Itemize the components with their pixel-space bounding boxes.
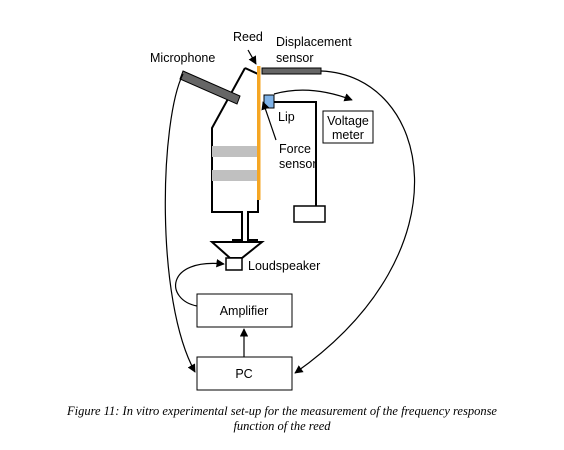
ring-1 bbox=[212, 146, 258, 157]
force-sensor-label-2: sensor bbox=[279, 157, 317, 171]
ring-2 bbox=[212, 170, 258, 181]
loudspeaker-icon bbox=[225, 257, 243, 271]
horn bbox=[209, 241, 265, 259]
figure-caption: Figure 11: In vitro experimental set-up … bbox=[20, 404, 544, 434]
voltage-meter-box bbox=[322, 110, 374, 144]
force-sensor-label-1: Force bbox=[279, 142, 311, 156]
caption-line-1: Figure 11: In vitro experimental set-up … bbox=[67, 404, 497, 418]
voltage-meter-label-1: Voltage bbox=[327, 114, 369, 128]
displacement-label-2: sensor bbox=[276, 51, 314, 65]
force-sensor-base bbox=[293, 205, 326, 223]
amplifier-label: Amplifier bbox=[220, 304, 269, 318]
microphone-label: Microphone bbox=[150, 51, 215, 65]
lip-label: Lip bbox=[278, 110, 295, 124]
microphone-wire bbox=[164, 73, 196, 373]
displacement-sensor-icon bbox=[261, 67, 322, 75]
force-sensor-stand bbox=[274, 101, 317, 206]
lip-icon bbox=[263, 94, 275, 109]
mouthpiece-right bbox=[244, 67, 259, 241]
reed-pointer bbox=[247, 49, 257, 65]
voltage-wire bbox=[273, 89, 353, 102]
caption-line-2: function of the reed bbox=[233, 419, 331, 433]
force-sensor-pointer bbox=[261, 101, 277, 141]
loudspeaker-label: Loudspeaker bbox=[248, 259, 320, 273]
reed bbox=[257, 66, 261, 200]
displacement-label-1: Displacement bbox=[276, 35, 352, 49]
reed-label: Reed bbox=[233, 30, 263, 44]
voltage-meter-label-2: meter bbox=[332, 128, 364, 142]
amplifier-box bbox=[196, 293, 293, 328]
mouthpiece bbox=[211, 67, 246, 241]
pc-label: PC bbox=[235, 367, 252, 381]
displacement-wire bbox=[294, 70, 416, 374]
amplifier-loudspeaker-wire bbox=[175, 259, 225, 307]
microphone-icon bbox=[179, 70, 241, 105]
pc-box bbox=[196, 356, 293, 391]
